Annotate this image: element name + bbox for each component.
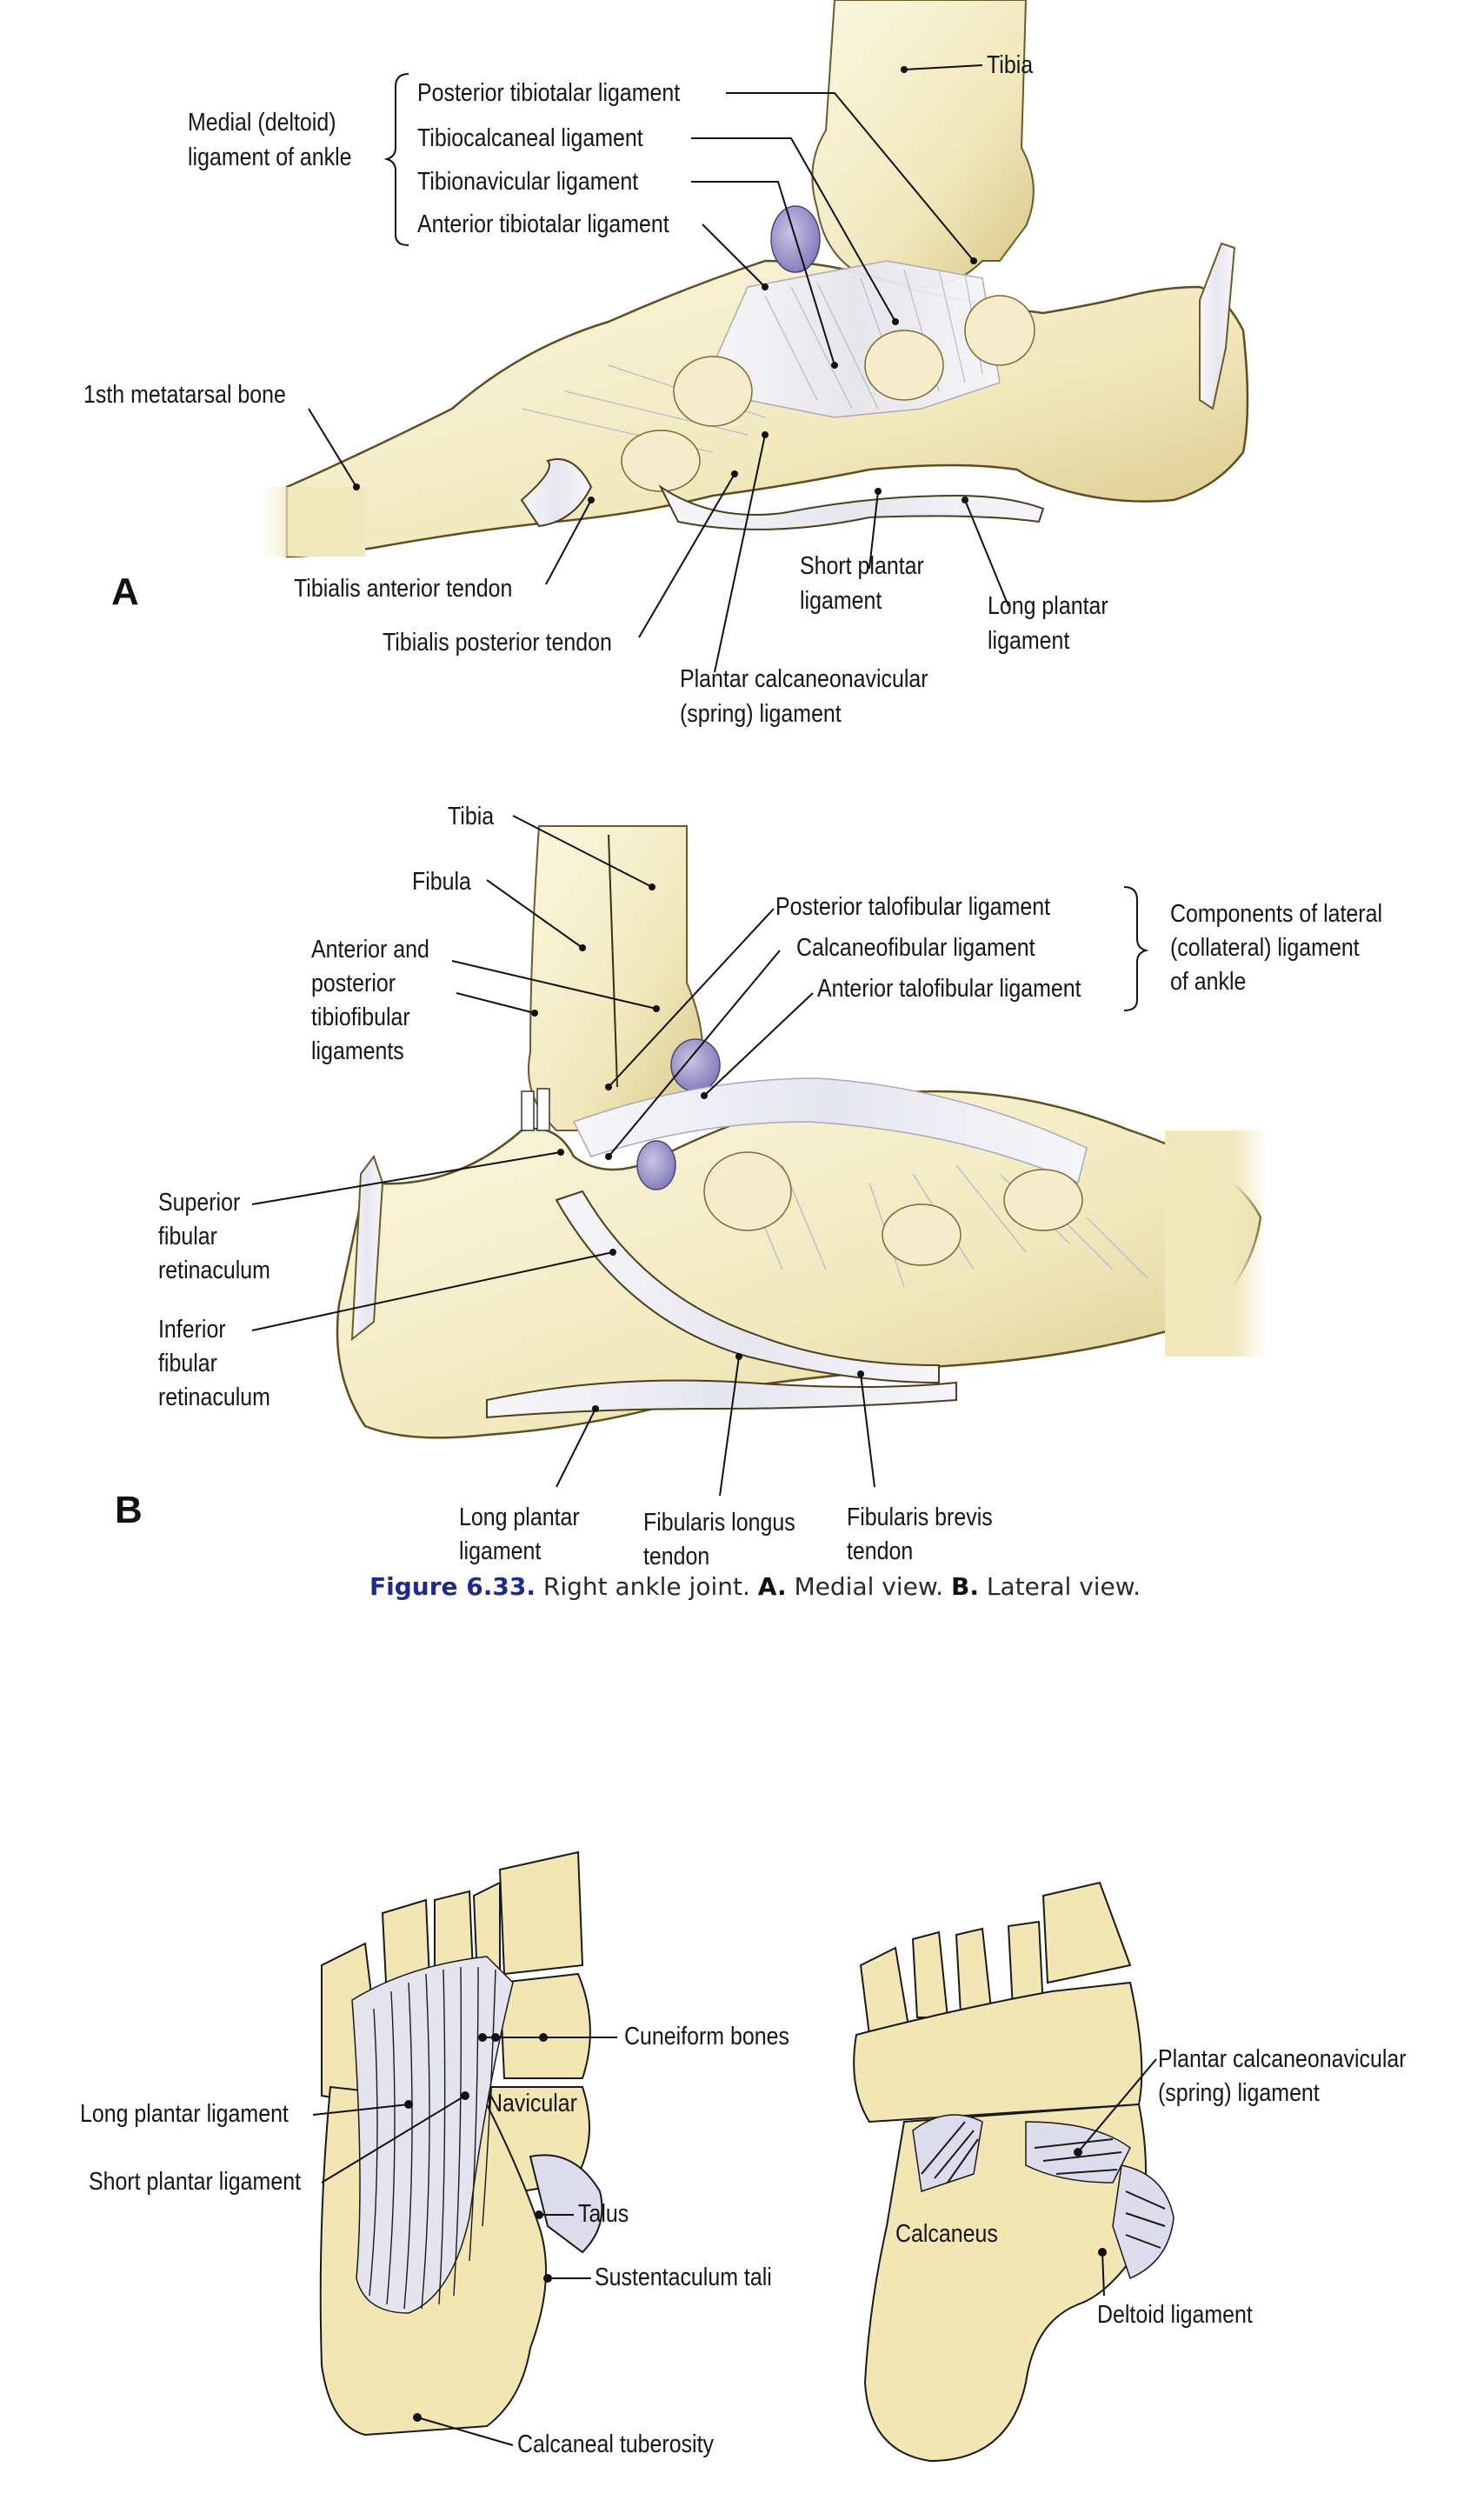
- plantar-tendons-shape: [658, 484, 1045, 530]
- deltoid-bracket: [383, 73, 409, 246]
- caption-a-letter: A.: [757, 1572, 787, 1601]
- lateral-bracket: [1123, 886, 1149, 1011]
- label-metatarsal: 1sth metatarsal bone: [83, 381, 286, 409]
- label-spring-right-line1: Plantar calcaneonavicular: [1158, 2045, 1407, 2073]
- label-tibiofibular-line4: ligaments: [311, 1037, 404, 1065]
- label-short-plantar-a-line1: Short plantar: [800, 552, 924, 580]
- label-inferior-retinaculum-line3: retinaculum: [158, 1384, 270, 1411]
- talar-cartilage-b-lower: [636, 1140, 676, 1190]
- figure-b-lateral-view: [336, 825, 1269, 1439]
- caption-a-text: Medial view.: [794, 1572, 944, 1601]
- label-long-plantar-a-line2: ligament: [988, 627, 1070, 655]
- label-posterior-tibiotalar: Posterior tibiotalar ligament: [417, 79, 681, 107]
- label-deltoid-group-line1: Medial (deltoid): [188, 109, 336, 137]
- label-short-plantar-a-line2: ligament: [800, 587, 882, 615]
- leader-lines: [251, 64, 1157, 2446]
- label-fibularis-longus-line1: Fibularis longus: [643, 1509, 795, 1537]
- label-superior-retinaculum-line1: Superior: [158, 1189, 241, 1217]
- label-tibiofibular-line3: tibiofibular: [311, 1003, 410, 1031]
- label-deltoid-group-line2: ligament of ankle: [188, 143, 352, 171]
- sustentaculum-knob-a: [864, 330, 944, 401]
- label-superior-retinaculum-line3: retinaculum: [158, 1257, 270, 1284]
- achilles-tendon-b: [350, 1154, 384, 1342]
- plantar-view-left: [319, 1850, 603, 2437]
- medial-malleolus-knob: [964, 295, 1035, 366]
- navicular-knob-a: [673, 356, 753, 427]
- label-tibiofibular-line1: Anterior and: [311, 936, 429, 963]
- label-fibularis-brevis-line1: Fibularis brevis: [847, 1504, 993, 1531]
- figure-a-medial-view: [261, 0, 1249, 558]
- cuneiform-knob-a: [621, 430, 701, 492]
- label-short-plantar-left: Short plantar ligament: [89, 2168, 301, 2196]
- label-talus: Talus: [578, 2200, 629, 2228]
- label-superior-retinaculum-line2: fibular: [158, 1223, 217, 1250]
- panel-letter-a: A: [111, 570, 139, 613]
- long-plantar-b: [486, 1379, 957, 1419]
- label-tibiocalcaneal: Tibiocalcaneal ligament: [417, 124, 643, 152]
- talus-left: [529, 2154, 603, 2254]
- label-fibularis-brevis-line2: tendon: [847, 1537, 914, 1565]
- label-anterior-tibiotalar: Anterior tibiotalar ligament: [417, 210, 669, 238]
- label-long-plantar-left: Long plantar ligament: [80, 2100, 289, 2128]
- tarsals-right: [853, 1981, 1143, 2124]
- label-inferior-retinaculum-line2: fibular: [158, 1350, 217, 1377]
- cuboid-knob-b: [882, 1203, 962, 1266]
- plantar-fibers-left: [369, 1966, 496, 2310]
- label-calcaneus: Calcaneus: [895, 2220, 998, 2248]
- achilles-tendon: [1199, 242, 1236, 410]
- label-long-plantar-b-line1: Long plantar: [459, 1504, 580, 1531]
- plantar-view-right: [853, 1881, 1175, 2463]
- label-cuneiform-bones: Cuneiform bones: [624, 2023, 789, 2050]
- fibular-tendon-stubs: [521, 1090, 535, 1131]
- label-fibula: Fibula: [412, 868, 471, 896]
- label-lateral-group-line1: Components of lateral: [1170, 900, 1382, 928]
- label-spring-a-line1: Plantar calcaneonavicular: [680, 665, 928, 693]
- caption-title: Right ankle joint.: [542, 1572, 750, 1601]
- label-tibia-b: Tibia: [448, 803, 495, 830]
- leader-dots: [353, 66, 1107, 2422]
- tibialis-anterior-tendon-shape: [520, 458, 593, 528]
- panel-letter-b: B: [115, 1489, 143, 1531]
- tibia-fibula-bones: [528, 825, 703, 1131]
- label-inferior-retinaculum-line1: Inferior: [158, 1316, 226, 1344]
- label-lateral-group-line2: (collateral) ligament: [1170, 934, 1360, 962]
- label-lateral-group-line3: of ankle: [1170, 968, 1247, 996]
- label-long-plantar-b-line2: ligament: [459, 1537, 542, 1565]
- label-anterior-talofibular: Anterior talofibular ligament: [817, 975, 1081, 1003]
- label-tibialis-anterior: Tibialis anterior tendon: [294, 575, 513, 603]
- talus-head-b: [703, 1151, 792, 1231]
- lateral-ligaments-band: [572, 1077, 1088, 1184]
- caption-b-letter: B.: [951, 1572, 979, 1601]
- label-tibiofibular-line2: posterior: [311, 970, 396, 997]
- talar-cartilage-b-upper: [670, 1038, 721, 1092]
- deltoid-ligament-right: [1112, 2164, 1175, 2280]
- label-navicular: Navicular: [487, 2090, 577, 2117]
- tibia-fibula-line: [608, 834, 618, 1088]
- caption-b-text: Lateral view.: [986, 1572, 1141, 1601]
- metatarsal-knob-b: [1003, 1169, 1083, 1231]
- label-tibionavicular: Tibionavicular ligament: [417, 168, 639, 196]
- label-long-plantar-a-line1: Long plantar: [988, 592, 1108, 620]
- figure-caption: Figure 6.33. Right ankle joint. A. Media…: [369, 1572, 1141, 1601]
- label-tibia-a: Tibia: [987, 51, 1034, 79]
- label-fibularis-longus-line2: tendon: [643, 1543, 710, 1570]
- label-calcaneofibular: Calcaneofibular ligament: [796, 934, 1035, 962]
- tibia-bone: [811, 0, 1035, 289]
- label-spring-a-line2: (spring) ligament: [680, 700, 842, 728]
- caption-figure-number: Figure 6.33.: [369, 1572, 536, 1601]
- label-tibialis-posterior: Tibialis posterior tendon: [383, 629, 612, 657]
- fibularis-tendons: [555, 1190, 940, 1384]
- label-spring-right-line2: (spring) ligament: [1158, 2079, 1320, 2107]
- label-deltoid-ligament: Deltoid ligament: [1097, 2301, 1253, 2329]
- label-posterior-talofibular: Posterior talofibular ligament: [775, 893, 1051, 921]
- plantar-fibers-right: [921, 2121, 1166, 2249]
- label-calcaneal-tuberosity: Calcaneal tuberosity: [517, 2430, 714, 2458]
- label-sustentaculum-tali: Sustentaculum tali: [595, 2264, 772, 2291]
